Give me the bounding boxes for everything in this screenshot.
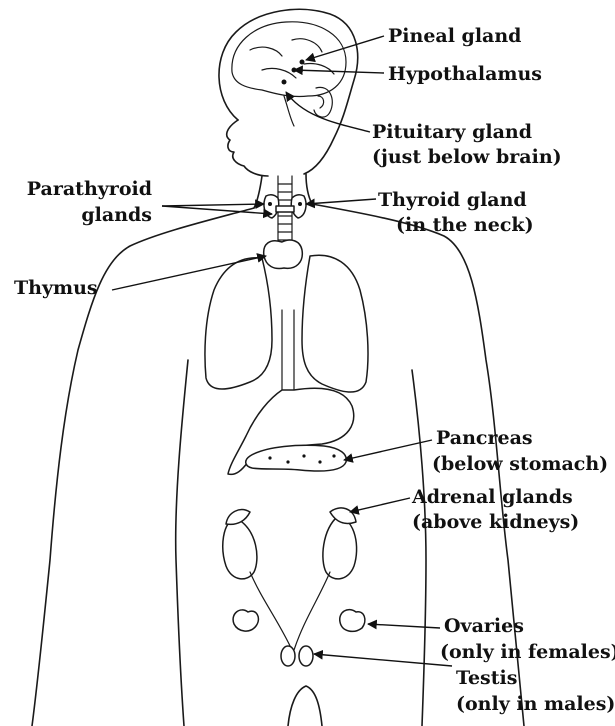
label-thyroid-gland: Thyroid gland: [378, 189, 527, 211]
brain: [232, 22, 346, 126]
thymus: [264, 240, 303, 268]
trachea: [278, 176, 292, 250]
label-ovaries-note: (only in females): [440, 641, 615, 663]
label-testis: Testis: [456, 667, 517, 689]
label-ovaries: Ovaries: [444, 615, 524, 637]
ovaries: [233, 610, 365, 632]
lungs: [205, 255, 368, 392]
label-parathyroid: Parathyroid: [27, 178, 152, 200]
label-pituitary-gland: Pituitary gland: [372, 121, 532, 143]
label-adrenal-note: (above kidneys): [412, 511, 579, 533]
label-pineal-gland: Pineal gland: [388, 25, 521, 47]
label-testis-note: (only in males): [456, 693, 615, 715]
label-thymus: Thymus: [14, 277, 98, 299]
label-parathyroid-glands: glands: [81, 204, 152, 226]
label-hypothalamus: Hypothalamus: [388, 63, 542, 85]
label-pituitary-note: (just below brain): [372, 146, 562, 168]
label-pancreas-note: (below stomach): [432, 453, 608, 475]
label-pancreas: Pancreas: [436, 427, 533, 449]
label-adrenal-glands: Adrenal glands: [411, 486, 573, 508]
label-thyroid-note: (in the neck): [396, 214, 534, 236]
testis: [281, 646, 313, 666]
